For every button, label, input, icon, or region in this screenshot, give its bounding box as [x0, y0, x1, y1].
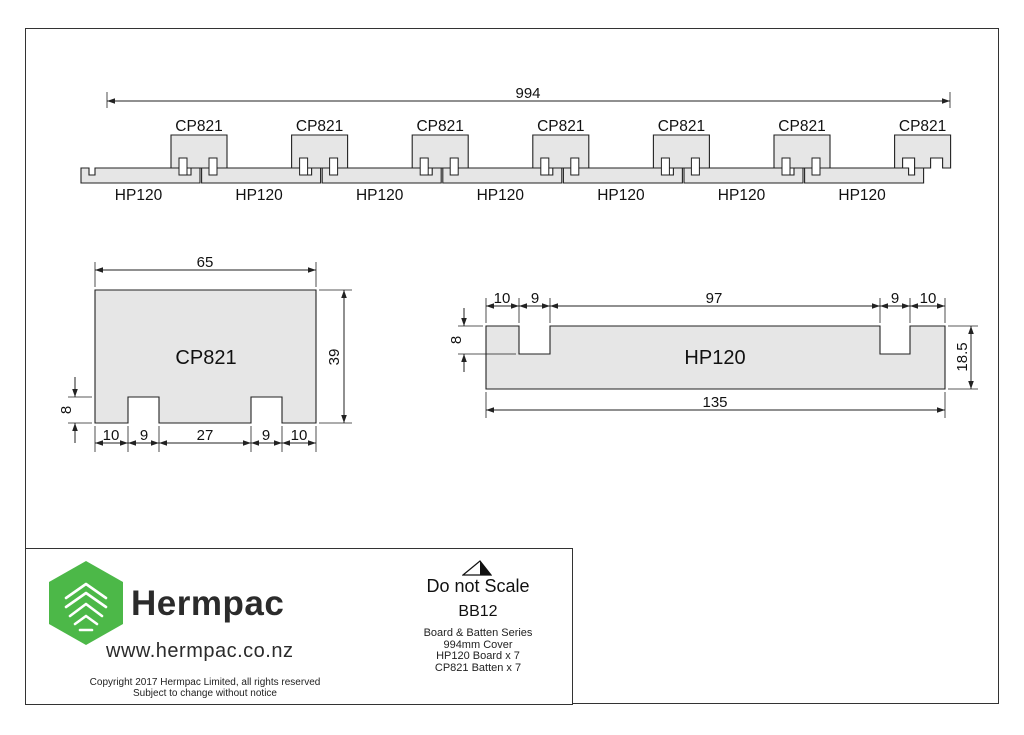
hp120-top-dim: 9 [891, 290, 899, 307]
batten-leg [208, 157, 218, 176]
cp821-bottom-dim: 10 [103, 427, 120, 444]
assembly-batten-label: CP821 [416, 118, 463, 135]
batten-leg [299, 157, 309, 176]
assembly-batten-label: CP821 [778, 118, 825, 135]
overall-width-dimension: 994 [515, 85, 540, 102]
assembly-board-label: HP120 [477, 187, 525, 204]
hp120-top-dimension-chain: 10 9 97 9 10 [485, 290, 946, 323]
assembly-board-label: HP120 [718, 187, 766, 204]
hp120-detail: HP120 10 9 97 9 10 8 1 [448, 290, 978, 418]
hp120-top-dim: 97 [706, 290, 723, 307]
assembly-board-label: HP120 [597, 187, 645, 204]
description-line: HP120 Board x 7 [436, 650, 520, 662]
cp821-profile [94, 289, 317, 424]
hp120-slot-depth-dimension: 8 [448, 336, 465, 344]
description-line: CP821 Batten x 7 [434, 661, 522, 674]
hp120-height-dimension: 18.5 [954, 342, 971, 371]
batten-leg [449, 157, 459, 176]
description-line: Board & Batten Series [423, 627, 533, 639]
cp821-bottom-dim: 9 [140, 427, 148, 444]
scale-triangle-icon [462, 560, 492, 576]
assembly-batten-label: CP821 [537, 118, 584, 135]
cp821-profile-label: CP821 [175, 347, 236, 369]
batten-leg [419, 157, 429, 176]
cp821-bottom-dim: 10 [291, 427, 308, 444]
assembly-batten-label: CP821 [899, 118, 946, 135]
hp120-profile-label: HP120 [684, 347, 745, 369]
cp821-detail: CP821 65 39 8 10 9 [58, 254, 352, 452]
assembly-batten [894, 134, 952, 169]
assembly-batten-label: CP821 [175, 118, 222, 135]
batten-leg [329, 157, 339, 176]
batten-leg [540, 157, 550, 176]
hp120-width-dimension: 135 [702, 394, 727, 411]
assembly-board-label: HP120 [838, 187, 886, 204]
drawing-description: Board & Batten Series 994mm Cover HP120 … [388, 627, 568, 674]
batten-leg [811, 157, 821, 176]
description-line: 994mm Cover [443, 638, 513, 651]
copyright-line: Copyright 2017 Hermpac Limited, all righ… [89, 677, 321, 688]
hp120-top-dim: 9 [531, 290, 539, 307]
hermpac-logo-icon [49, 561, 123, 645]
cp821-bottom-dim: 9 [262, 427, 270, 444]
copyright-notice: Copyright 2017 Hermpac Limited, all righ… [72, 677, 338, 699]
cp821-slot-depth-dimension: 8 [58, 406, 75, 414]
cp821-height-dimension: 39 [326, 349, 343, 366]
batten-leg [178, 157, 188, 176]
batten-leg [570, 157, 580, 176]
drawing-code: BB12 [458, 603, 498, 620]
assembly-board [804, 167, 925, 184]
website-url[interactable]: www.hermpac.co.nz [106, 640, 294, 662]
logo-house-mark [64, 582, 108, 632]
assembly-board-label: HP120 [115, 187, 163, 204]
assembly-view: 994 HP120 HP120 HP120 HP120 HP120 HP120 HP120 C… [80, 85, 952, 204]
batten-leg [781, 157, 791, 176]
batten-leg [690, 157, 700, 176]
cp821-bottom-dimension-chain: 10 9 27 9 10 [94, 426, 317, 452]
assembly-batten-label: CP821 [296, 118, 343, 135]
brand-name: Hermpac [131, 584, 285, 623]
assembly-parts: HP120 HP120 HP120 HP120 HP120 HP120 HP120 CP821… [80, 118, 952, 204]
batten-leg [660, 157, 670, 176]
cp821-bottom-dim: 27 [197, 427, 214, 444]
assembly-board-label: HP120 [235, 187, 283, 204]
assembly-batten-label: CP821 [658, 118, 705, 135]
assembly-board-label: HP120 [356, 187, 404, 204]
cp821-width-dimension: 65 [197, 254, 214, 271]
do-not-scale-note: Do not Scale [426, 576, 530, 596]
hp120-top-dim: 10 [494, 290, 511, 307]
hp120-profile [485, 325, 946, 390]
change-notice-line: Subject to change without notice [133, 688, 277, 699]
hp120-top-dim: 10 [920, 290, 937, 307]
